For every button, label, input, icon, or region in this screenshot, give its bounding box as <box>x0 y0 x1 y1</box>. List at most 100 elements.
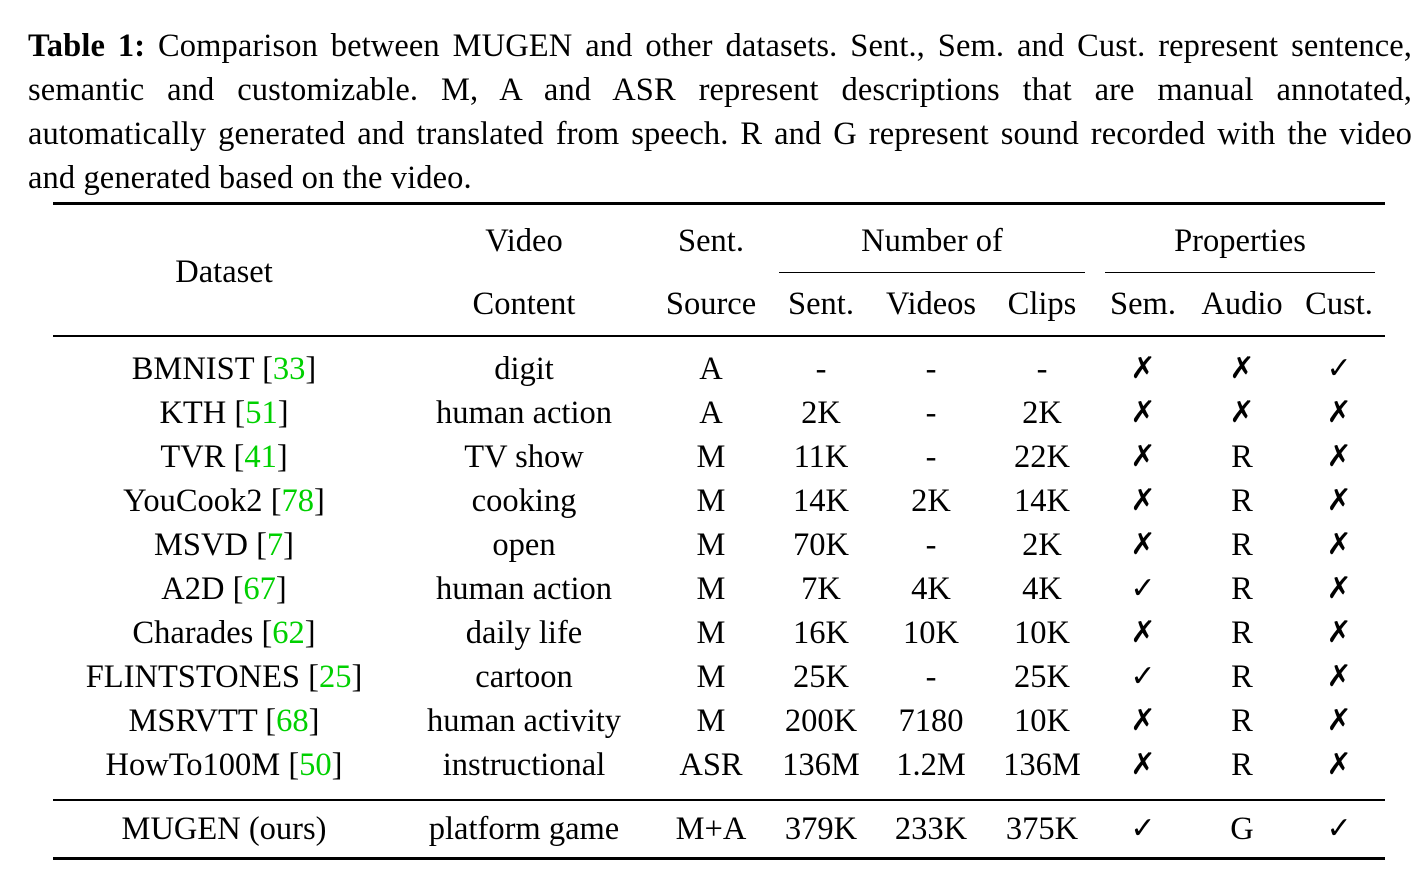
audio-value: R <box>1231 615 1253 651</box>
semantic-mark: ✗ <box>1130 615 1156 650</box>
num-clips: - <box>1036 351 1048 387</box>
semantic-mark: ✓ <box>1095 799 1191 860</box>
customizable-mark: ✓ <box>1293 799 1386 860</box>
customizable-mark: ✗ <box>1326 527 1352 562</box>
sentence-source: M <box>696 615 726 651</box>
header-dataset: Dataset <box>53 202 395 337</box>
video-content: human action <box>436 571 612 607</box>
citation-link[interactable]: 68 <box>276 703 309 739</box>
citation-link[interactable]: 78 <box>281 483 315 519</box>
video-content: instructional <box>442 747 606 783</box>
sentence-source: M <box>696 527 726 563</box>
dataset-cell: HowTo100M [50] <box>105 747 343 783</box>
header-sub-sent: Sent. <box>769 273 873 337</box>
num-videos: 4K <box>911 571 951 607</box>
customizable-mark: ✗ <box>1326 571 1352 606</box>
header-row-2: Content Source Sent. Videos Clips Sem. A… <box>53 273 1386 337</box>
citation-link[interactable]: 67 <box>243 571 276 607</box>
num-clips: 375K <box>989 799 1095 860</box>
num-sentences: 136M <box>782 747 860 783</box>
sentence-source: A <box>699 395 723 431</box>
dataset-cell: FLINTSTONES [25] <box>85 659 363 695</box>
semantic-mark: ✗ <box>1130 747 1156 782</box>
num-videos: - <box>925 395 937 431</box>
dataset-name: A2D <box>161 571 225 607</box>
citation-link[interactable]: 51 <box>245 395 278 431</box>
dataset-name: YouCook2 <box>123 483 263 519</box>
audio-value: R <box>1231 439 1253 475</box>
video-content: TV show <box>464 439 584 475</box>
video-content: platform game <box>395 799 653 860</box>
comparison-table: Dataset Video Sent. Number of Properties… <box>53 202 1386 860</box>
num-sentences: 11K <box>793 439 849 475</box>
caption-label: Table 1: <box>28 28 146 64</box>
video-content: cooking <box>471 483 577 519</box>
citation-link[interactable]: 62 <box>272 615 305 651</box>
header-sub-clips: Clips <box>989 273 1095 337</box>
citation-link[interactable]: 33 <box>272 351 306 387</box>
sentence-source: M <box>696 439 726 475</box>
num-videos: - <box>925 439 937 475</box>
num-clips: 10K <box>1014 615 1070 651</box>
num-videos: - <box>925 351 937 387</box>
audio-value: G <box>1191 799 1293 860</box>
audio-value: R <box>1231 659 1253 695</box>
num-sentences: 25K <box>793 659 849 695</box>
audio-value: R <box>1231 703 1253 739</box>
dataset-name: BMNIST <box>131 351 254 387</box>
caption-text: Comparison between MUGEN and other datas… <box>28 28 1412 196</box>
num-sentences: 70K <box>793 527 849 563</box>
comparison-table-wrapper: Dataset Video Sent. Number of Properties… <box>53 202 1386 860</box>
sentence-source: A <box>699 351 723 387</box>
citation-link[interactable]: 50 <box>299 747 332 783</box>
customizable-mark: ✗ <box>1326 615 1352 650</box>
customizable-mark: ✓ <box>1326 351 1352 386</box>
num-videos: 233K <box>873 799 989 860</box>
num-videos: 7180 <box>898 703 964 739</box>
customizable-mark: ✗ <box>1326 747 1352 782</box>
semantic-mark: ✓ <box>1130 659 1156 694</box>
customizable-mark: ✗ <box>1326 659 1352 694</box>
citation-link[interactable]: 25 <box>318 659 352 695</box>
citation-link[interactable]: 41 <box>244 439 277 475</box>
num-sentences: - <box>815 351 827 387</box>
dataset-name: KTH <box>159 395 227 431</box>
audio-value: R <box>1231 747 1253 783</box>
dataset-cell: TVR [41] <box>160 439 288 475</box>
header-video: Video <box>395 202 653 273</box>
header-properties: Properties <box>1095 202 1386 274</box>
dataset-cell: Charades [62] <box>132 615 316 651</box>
header-source: Source <box>653 273 769 337</box>
video-content: open <box>492 527 556 563</box>
dataset-name: FLINTSTONES <box>85 659 300 695</box>
sentence-source: M <box>696 483 726 519</box>
num-sentences: 379K <box>769 799 873 860</box>
num-clips: 2K <box>1022 527 1062 563</box>
video-content: human action <box>436 395 612 431</box>
citation-link[interactable]: 7 <box>266 527 284 563</box>
sentence-source: M+A <box>653 799 769 860</box>
num-clips: 4K <box>1022 571 1062 607</box>
num-clips: 2K <box>1022 395 1062 431</box>
num-sentences: 200K <box>784 703 858 739</box>
video-content: human activity <box>426 703 622 739</box>
num-sentences: 14K <box>793 483 849 519</box>
semantic-mark: ✗ <box>1130 351 1156 386</box>
semantic-mark: ✗ <box>1130 527 1156 562</box>
num-clips: 14K <box>1014 483 1070 519</box>
num-videos: 1.2M <box>896 747 966 783</box>
header-sub-videos: Videos <box>873 273 989 337</box>
video-content: digit <box>494 351 554 387</box>
dataset-cell: KTH [51] <box>159 395 289 431</box>
num-clips: 136M <box>1003 747 1081 783</box>
audio-mark: ✗ <box>1229 351 1255 386</box>
header-content: Content <box>395 273 653 337</box>
customizable-mark: ✗ <box>1326 439 1352 474</box>
video-content: daily life <box>465 615 583 651</box>
